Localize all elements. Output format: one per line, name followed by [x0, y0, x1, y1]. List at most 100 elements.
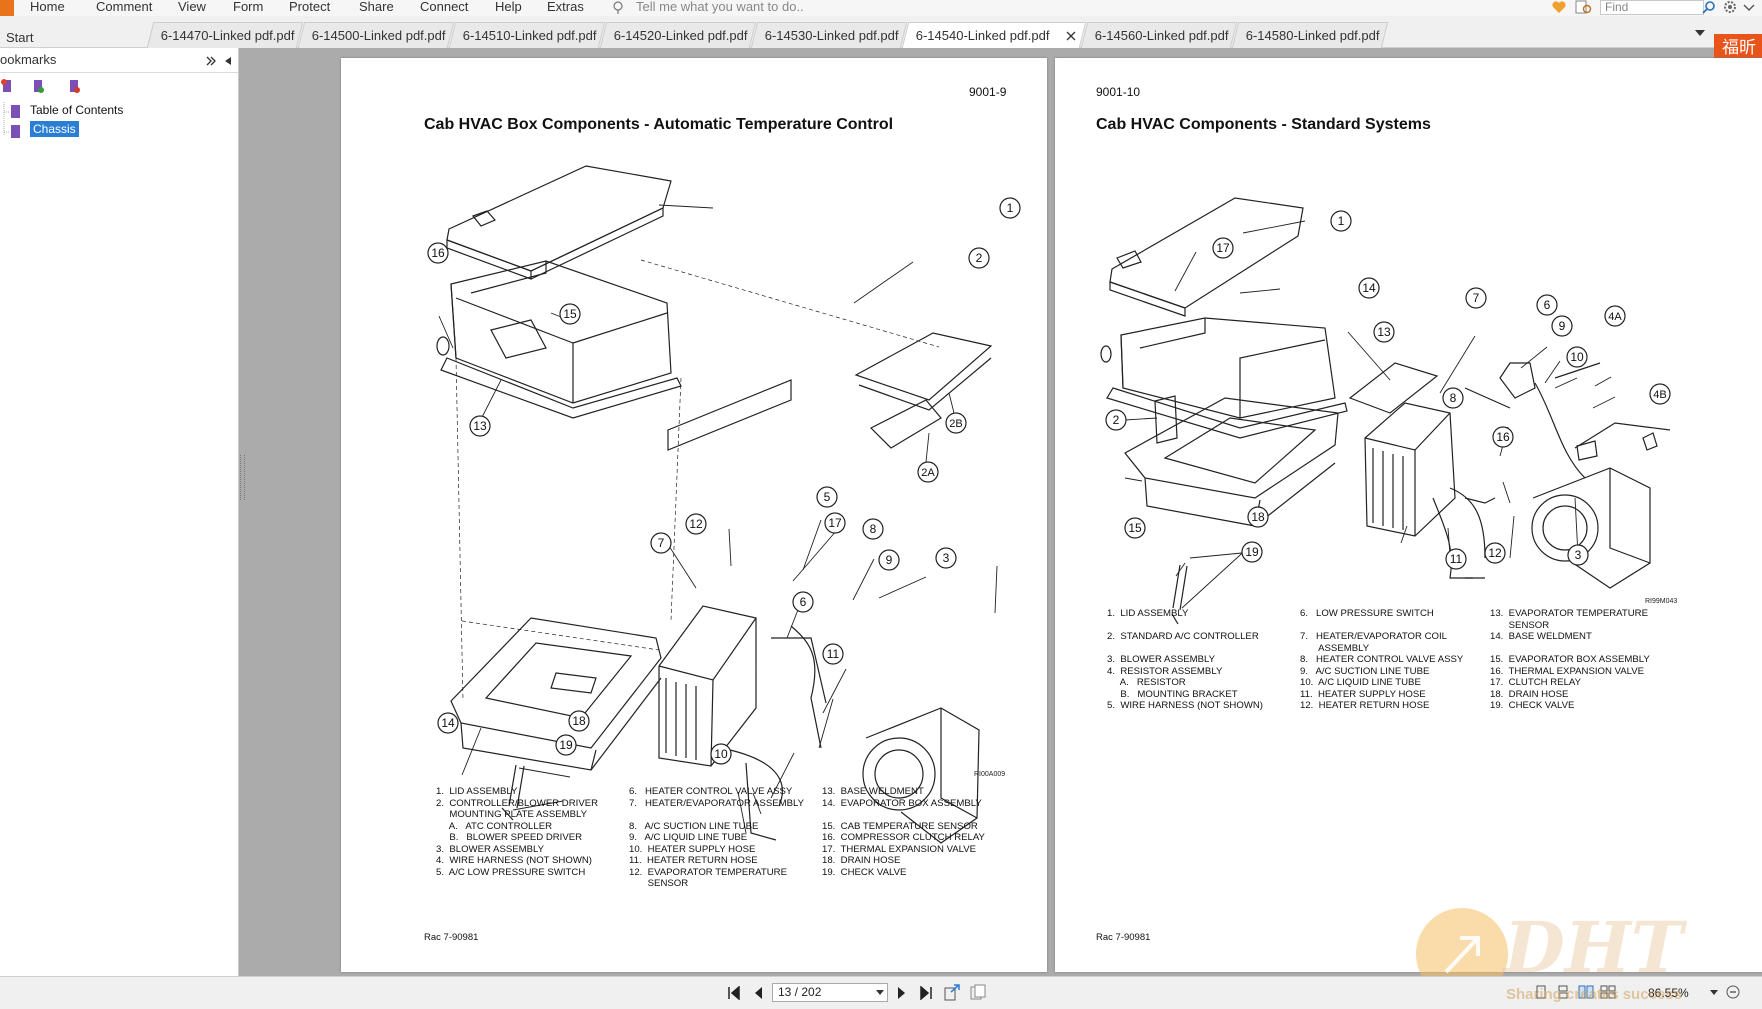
menu-help[interactable]: Help: [495, 0, 522, 14]
parts-legend-col1: 1. LID ASSEMBLY 2. CONTROLLER/BLOWER DRI…: [436, 786, 599, 878]
page-number-input[interactable]: 13 / 202: [772, 983, 888, 1002]
callout-14: 14: [1358, 277, 1380, 299]
callout-6: 6: [792, 591, 814, 613]
menu-comment[interactable]: Comment: [96, 0, 153, 14]
svg-text:16: 16: [431, 246, 445, 260]
menu-extras[interactable]: Extras: [547, 0, 584, 14]
facing-view-icon[interactable]: [1578, 985, 1594, 999]
tab-document[interactable]: 6-14500-Linked pdf.pdf: [297, 22, 455, 48]
callout-13: 13: [1373, 321, 1395, 343]
page-dropdown-icon[interactable]: [876, 990, 884, 996]
menu-protect[interactable]: Protect: [289, 0, 331, 14]
svg-text:15: 15: [1128, 521, 1142, 535]
delete-bookmark-icon[interactable]: [66, 78, 82, 94]
svg-text:1: 1: [1007, 201, 1014, 215]
add-bookmark-icon[interactable]: [30, 78, 46, 94]
tab-document[interactable]: 6-14560-Linked pdf.pdf: [1080, 22, 1238, 48]
tell-me-search[interactable]: Tell me what you want to do..: [636, 0, 804, 14]
svg-text:17: 17: [1216, 241, 1230, 255]
callout-9: 9: [878, 549, 900, 571]
svg-text:13: 13: [473, 419, 487, 433]
svg-text:8: 8: [870, 522, 877, 536]
page-number: 9001-10: [1096, 85, 1141, 99]
close-tab-icon[interactable]: [1066, 31, 1076, 41]
bookmark-options-icon[interactable]: [0, 78, 14, 94]
callout-1: 1: [999, 197, 1021, 219]
search-document-icon[interactable]: [1575, 0, 1593, 15]
brand-button[interactable]: 福昕: [1714, 34, 1762, 62]
page-footer: Rac 7-90981: [1096, 932, 1151, 943]
svg-text:2B: 2B: [949, 418, 962, 430]
search-icon[interactable]: [1702, 0, 1716, 15]
callout-4a: 4A: [1604, 305, 1626, 327]
parts-legend-col3: 13. EVAPORATOR TEMPERATURE SENSOR 14. BA…: [1490, 608, 1650, 711]
svg-text:18: 18: [572, 714, 586, 728]
tab-document[interactable]: 6-14510-Linked pdf.pdf: [448, 22, 606, 48]
parts-legend-col1: 1. LID ASSEMBLY 2. STANDARD A/C CONTROLL…: [1107, 608, 1263, 711]
tab-document-active[interactable]: 6-14540-Linked pdf.pdf: [901, 22, 1087, 48]
page-title: Cab HVAC Components - Standard Systems: [1096, 116, 1431, 133]
tab-label: 6-14540-Linked pdf.pdf: [915, 28, 1050, 43]
svg-text:9: 9: [886, 553, 893, 567]
menu-connect[interactable]: Connect: [420, 0, 469, 14]
callout-10: 10: [710, 743, 732, 765]
watermark-tagline: Sharing creates success: [1506, 986, 1682, 1003]
next-page-icon[interactable]: [896, 986, 908, 1000]
export-page-icon[interactable]: [944, 984, 960, 1001]
continuous-facing-view-icon[interactable]: [1600, 985, 1616, 999]
callout-7: 7: [1465, 287, 1487, 309]
bookmark-table-of-contents[interactable]: Table of Contents: [30, 103, 124, 117]
zoom-level[interactable]: 86.55%: [1648, 986, 1689, 1000]
find-input[interactable]: Find: [1600, 0, 1704, 15]
svg-text:3: 3: [1575, 548, 1582, 562]
heart-icon[interactable]: [1551, 0, 1567, 14]
callout-11: 11: [1445, 548, 1467, 570]
callout-2a: 2A: [917, 461, 939, 483]
callout-8: 8: [1442, 387, 1464, 409]
svg-text:17: 17: [828, 516, 842, 530]
previous-page-icon[interactable]: [752, 986, 764, 1000]
continuous-view-icon[interactable]: [1556, 985, 1570, 999]
tab-document[interactable]: 6-14520-Linked pdf.pdf: [599, 22, 757, 48]
app-menu-button[interactable]: [0, 0, 14, 16]
tab-label: 6-14530-Linked pdf.pdf: [764, 28, 899, 43]
menu-view[interactable]: View: [178, 0, 206, 14]
tab-document[interactable]: 6-14530-Linked pdf.pdf: [750, 22, 908, 48]
tab-label: 6-14510-Linked pdf.pdf: [462, 28, 597, 43]
tab-label: 6-14560-Linked pdf.pdf: [1094, 28, 1229, 43]
tab-document[interactable]: 6-14470-Linked pdf.pdf: [146, 22, 304, 48]
menu-home[interactable]: Home: [30, 0, 65, 14]
status-bar: 13 / 202 86.55%: [0, 976, 1762, 1009]
menu-share[interactable]: Share: [359, 0, 394, 14]
tab-list-dropdown-icon[interactable]: [1694, 28, 1706, 38]
svg-text:6: 6: [1544, 298, 1551, 312]
zoom-out-icon[interactable]: [1726, 985, 1740, 999]
single-page-view-icon[interactable]: [1534, 985, 1548, 999]
callout-13: 13: [469, 415, 491, 437]
svg-text:12: 12: [1488, 546, 1502, 560]
menu-form[interactable]: Form: [233, 0, 264, 14]
panel-resize-handle[interactable]: [240, 455, 245, 500]
callout-2b: 2B: [945, 412, 967, 434]
last-page-icon[interactable]: [919, 986, 933, 1000]
callout-12: 12: [685, 513, 707, 535]
expand-panel-icon[interactable]: [206, 56, 216, 66]
collapse-panel-icon[interactable]: [224, 56, 232, 66]
callout-18: 18: [568, 710, 590, 732]
callout-7: 7: [650, 532, 672, 554]
hvac-standard-exploded-diagram: 1 2 3 4A 4B 6 7 8 9 10 11 12 13 14 15 16…: [1100, 197, 1677, 625]
tab-start[interactable]: Start: [6, 30, 34, 45]
bookmark-chassis[interactable]: Chassis: [30, 121, 79, 137]
svg-text:7: 7: [1473, 291, 1480, 305]
svg-text:4B: 4B: [1653, 389, 1666, 401]
page-view-icon[interactable]: [970, 984, 986, 1001]
callout-15: 15: [559, 303, 581, 325]
svg-text:10: 10: [1570, 350, 1584, 364]
pdf-page-left: 9001-9 Cab HVAC Box Components - Automat…: [341, 58, 1047, 972]
gear-icon[interactable]: [1722, 0, 1738, 15]
zoom-dropdown-icon[interactable]: [1710, 990, 1718, 996]
svg-text:19: 19: [1245, 545, 1259, 559]
tab-document[interactable]: 6-14580-Linked pdf.pdf: [1231, 22, 1389, 48]
first-page-icon[interactable]: [727, 986, 741, 1000]
chevron-down-icon[interactable]: [1742, 2, 1756, 14]
